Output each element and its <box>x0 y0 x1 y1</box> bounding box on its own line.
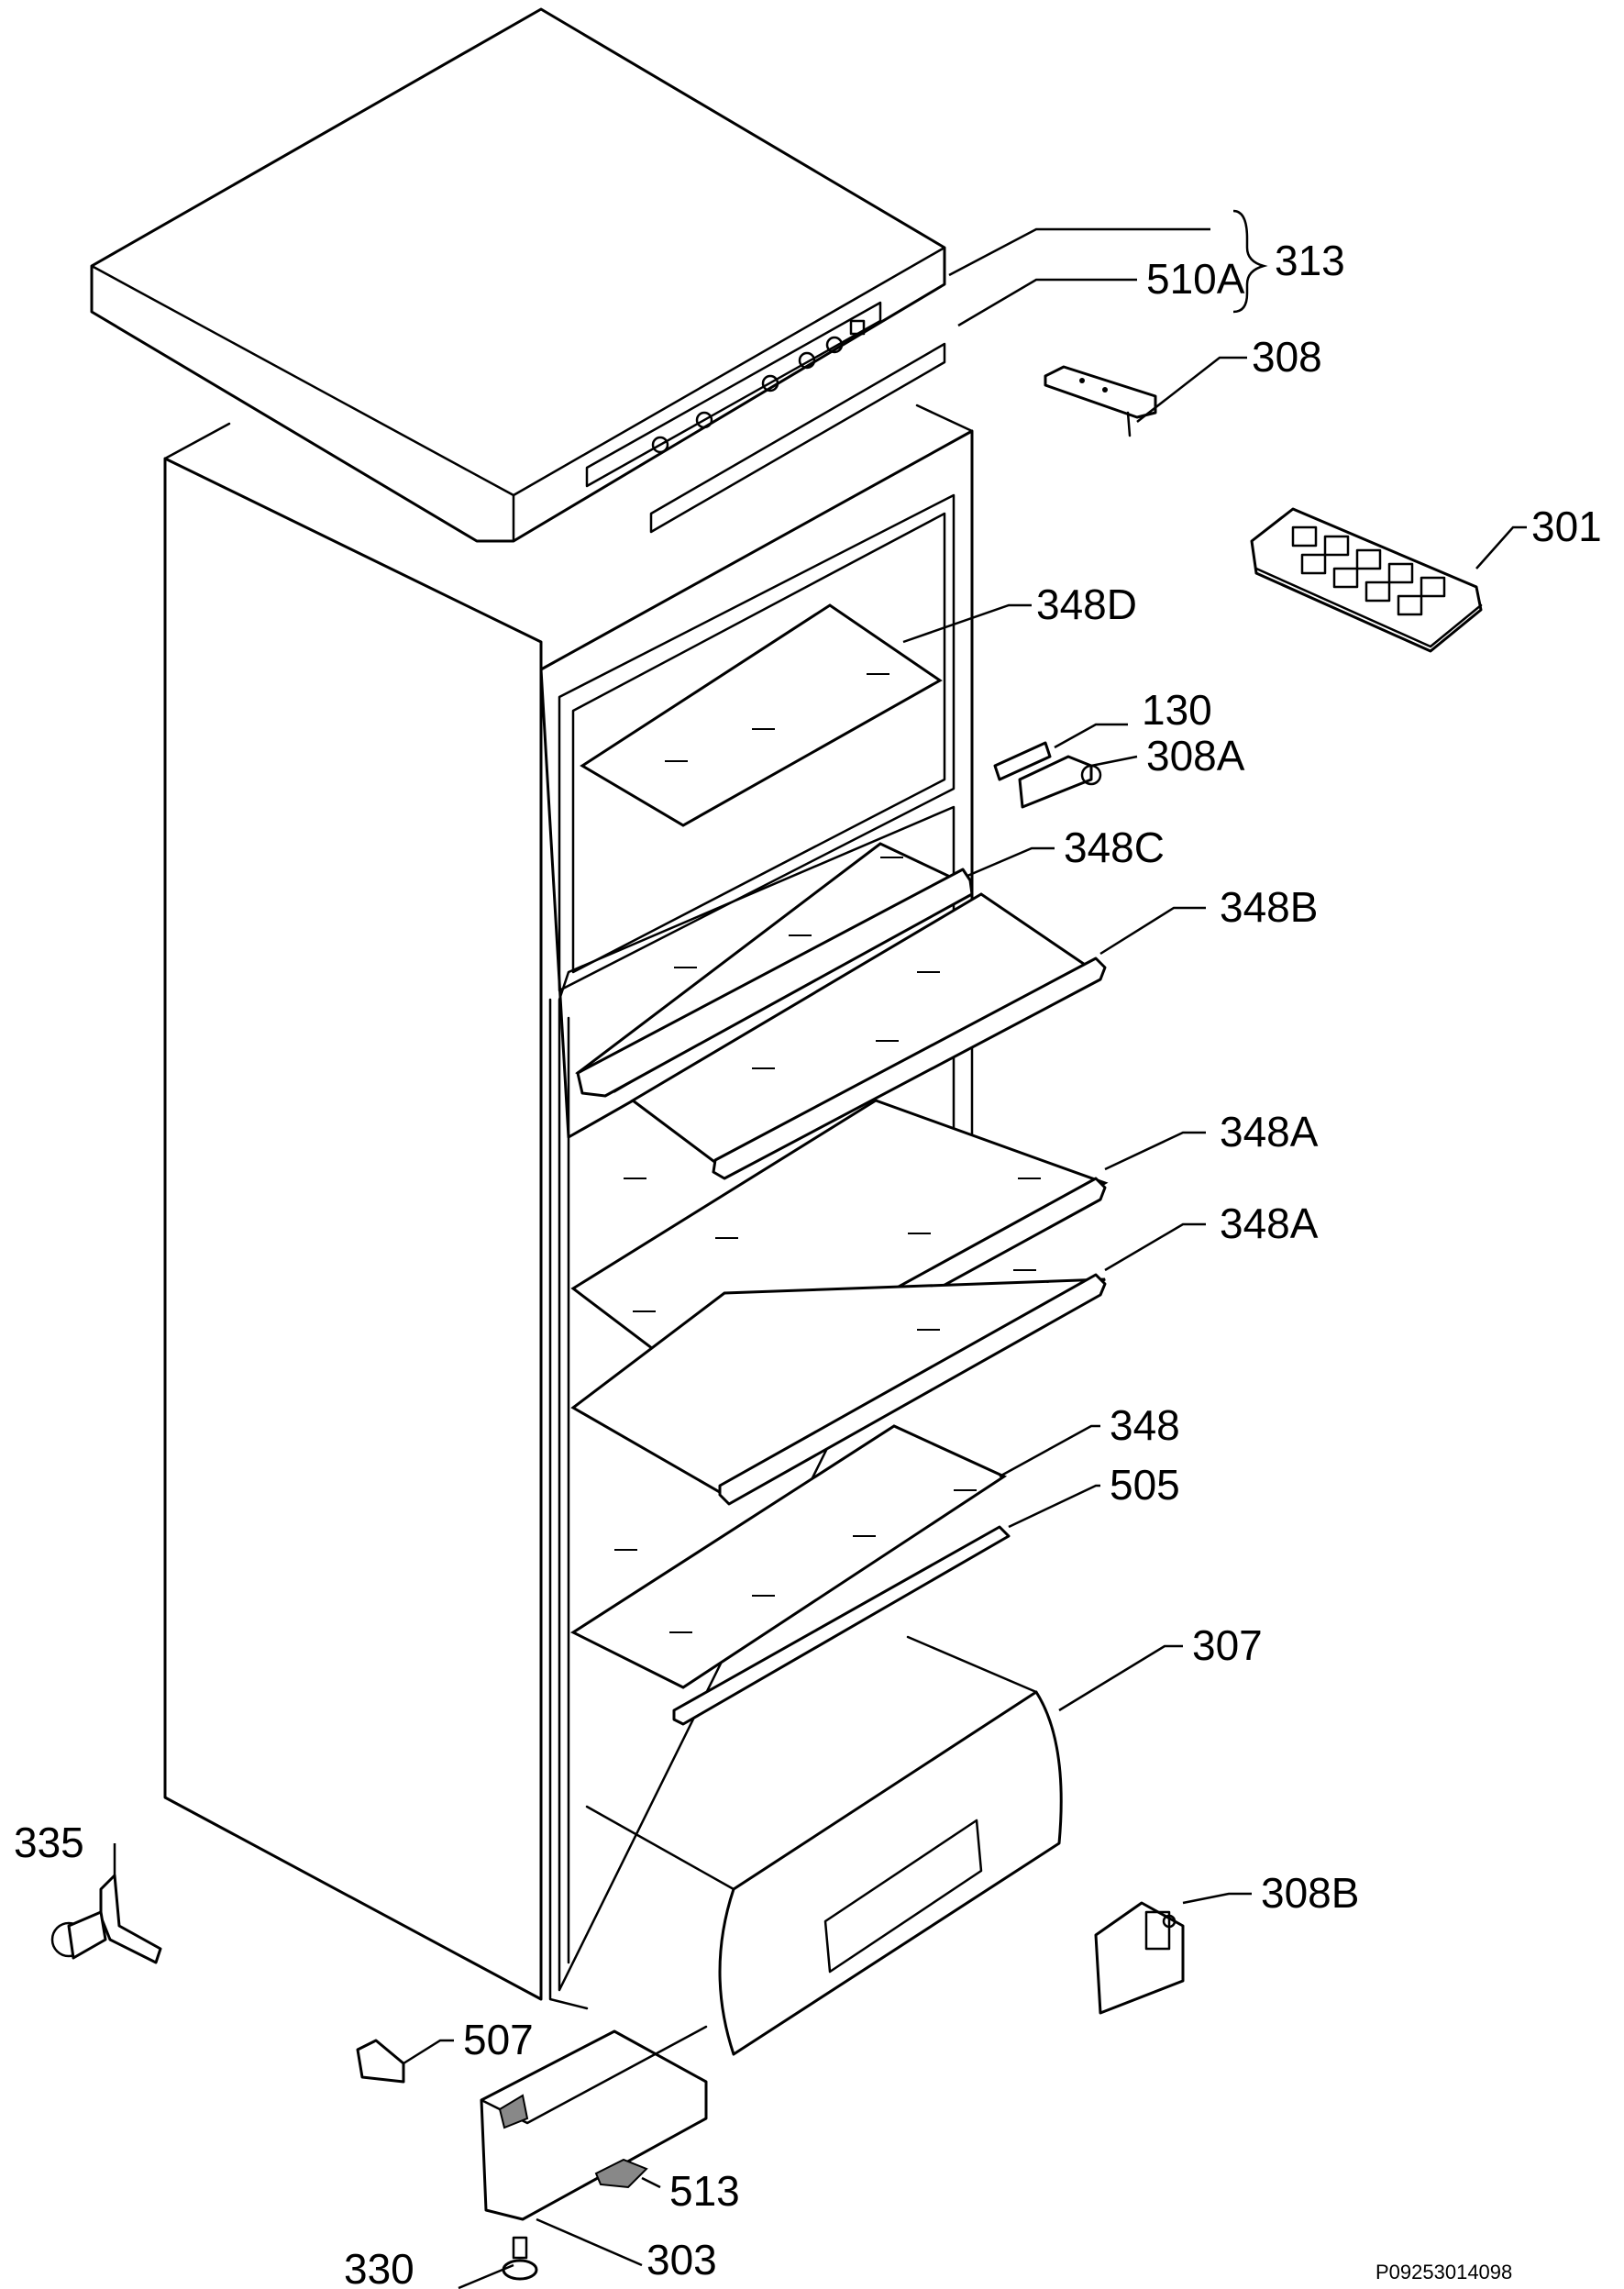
label-313: 313 <box>1275 237 1345 284</box>
ice-cube-tray <box>1250 507 1483 653</box>
hinge-335 <box>50 1874 162 1964</box>
label-308B: 308B <box>1261 1869 1359 1917</box>
label-348: 348 <box>1110 1401 1180 1449</box>
label-348A-upper: 348A <box>1220 1108 1319 1156</box>
plinth-303 <box>480 2025 708 2221</box>
drawer-307 <box>585 1635 1063 2056</box>
label-348B: 348B <box>1220 883 1318 931</box>
shelf-348B <box>630 892 1107 1180</box>
label-303: 303 <box>646 2236 717 2283</box>
callout-labels: 313 510A 308 301 348D 130 308A 348C 348B… <box>14 237 1602 2289</box>
label-307: 307 <box>1192 1621 1263 1669</box>
top-cover <box>90 7 946 543</box>
label-507: 507 <box>463 2016 534 2063</box>
hinge-parts-130-308A <box>993 741 1102 809</box>
label-308: 308 <box>1252 333 1322 381</box>
hinge-308B <box>1094 1901 1185 2015</box>
clip-507 <box>356 2039 405 2084</box>
foot-513 <box>594 2158 648 2189</box>
label-510A: 510A <box>1146 255 1245 303</box>
shelf-348A-lower <box>570 1269 1107 1506</box>
label-330: 330 <box>344 2245 414 2289</box>
shelf-348D <box>580 603 943 827</box>
label-130: 130 <box>1142 686 1212 734</box>
label-505: 505 <box>1110 1461 1180 1509</box>
hinge-bracket-308 <box>1044 365 1157 437</box>
label-348A-lower: 348A <box>1220 1200 1319 1247</box>
screw-330 <box>502 2236 538 2281</box>
label-513: 513 <box>669 2167 740 2215</box>
leader-lines <box>113 209 1527 2289</box>
label-335: 335 <box>14 1819 84 1866</box>
shelf-348 <box>569 1424 1008 1689</box>
label-348D: 348D <box>1036 581 1137 628</box>
label-301: 301 <box>1531 503 1602 550</box>
label-348C: 348C <box>1064 824 1165 871</box>
shelf-348C <box>575 842 974 1098</box>
label-308A: 308A <box>1146 732 1245 780</box>
trim-strip-505 <box>672 1525 1011 1726</box>
drawing-number: P09253014098 <box>1375 2261 1512 2283</box>
